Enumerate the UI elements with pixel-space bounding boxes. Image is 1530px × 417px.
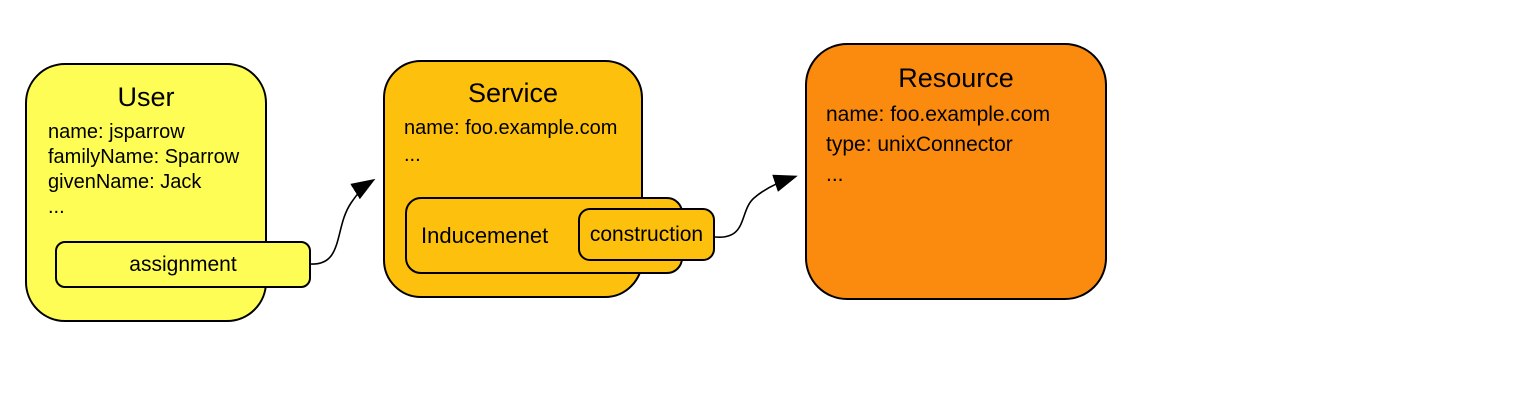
user-node-title: User [117,82,175,112]
arrow-construction-to-resource [714,174,798,238]
inducement-label: Inducemenet [421,222,549,248]
service-attr-ellipsis: ... [404,144,421,166]
resource-attr-name: name: foo.example.com [826,103,1051,126]
assignment-label: assignment [129,252,237,276]
service-node-attributes: name: foo.example.com ... [385,115,641,169]
resource-attr-type: type: unixConnector [826,133,1013,156]
service-attr-name: name: foo.example.com [404,117,618,139]
user-node-attributes: name: jsparrow familyName: Sparrow given… [27,120,265,220]
resource-node-title: Resource [898,63,1014,93]
resource-node: Resource name: foo.example.com type: uni… [805,43,1107,300]
construction-label: construction [589,222,704,246]
assignment-label-box: assignment [55,241,311,288]
resource-attr-ellipsis: ... [826,163,844,186]
user-attr-ellipsis: ... [48,196,65,218]
arrow-assignment-to-service [309,178,376,265]
user-node: User name: jsparrow familyName: Sparrow … [25,63,267,322]
user-attr-familyname: familyName: Sparrow [48,146,240,168]
service-node-title: Service [467,78,559,108]
construction-label-box: construction [578,208,715,261]
user-attr-givenname: givenName: Jack [48,171,202,193]
resource-node-attributes: name: foo.example.com type: unixConnecto… [807,100,1105,190]
user-attr-name: name: jsparrow [48,121,185,143]
